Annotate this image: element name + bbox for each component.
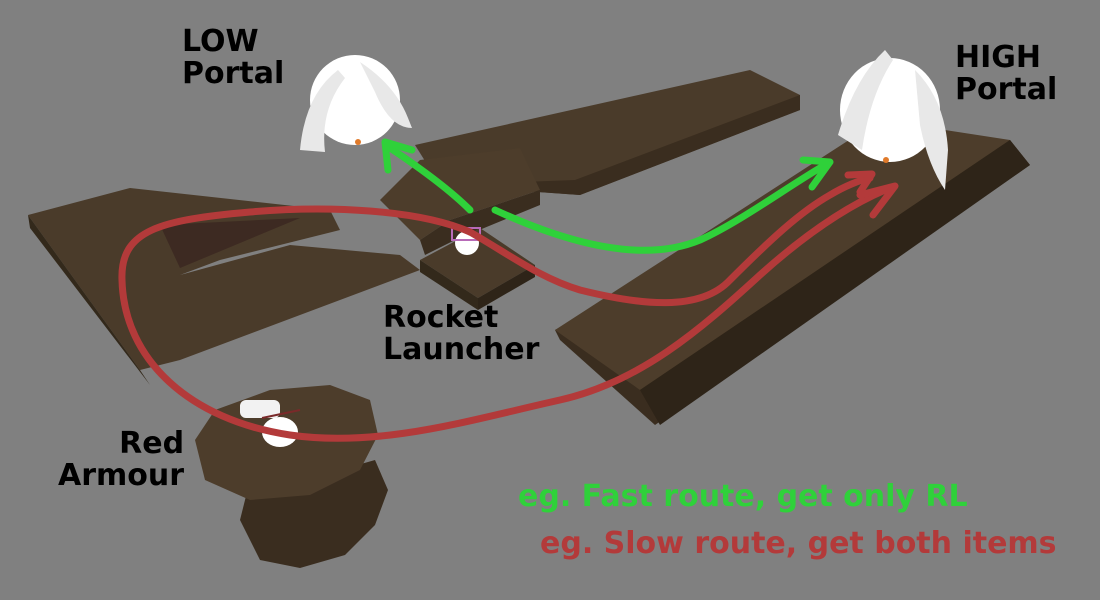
high-portal [838,50,948,190]
rocket-launcher-label-line1: Rocket [383,300,499,335]
fast-route-path [381,138,834,254]
rocket-launcher-label-line2: Launcher [383,332,540,367]
high-portal-label-line1: HIGH [955,40,1042,75]
red-armour-label-line1: Red [119,426,185,461]
red-armour-label-line2: Armour [58,458,185,493]
rocket-launcher-pad [420,228,535,310]
low-portal-label-line1: LOW [182,24,259,59]
high-portal-label: HIGH Portal [955,42,1057,106]
fast-route-legend: eg. Fast route, get only RL [518,479,968,514]
red-armour-label: Red Armour [58,428,184,492]
slow-route-path [118,170,899,442]
high-portal-label-line2: Portal [955,72,1058,107]
left-loop [28,188,420,385]
rocket-launcher-label: Rocket Launcher [383,302,539,366]
low-portal-label-line2: Portal [182,56,285,91]
low-portal-label: LOW Portal [182,26,284,90]
low-portal [300,55,412,152]
slow-route-legend: eg. Slow route, get both items [540,526,1057,561]
